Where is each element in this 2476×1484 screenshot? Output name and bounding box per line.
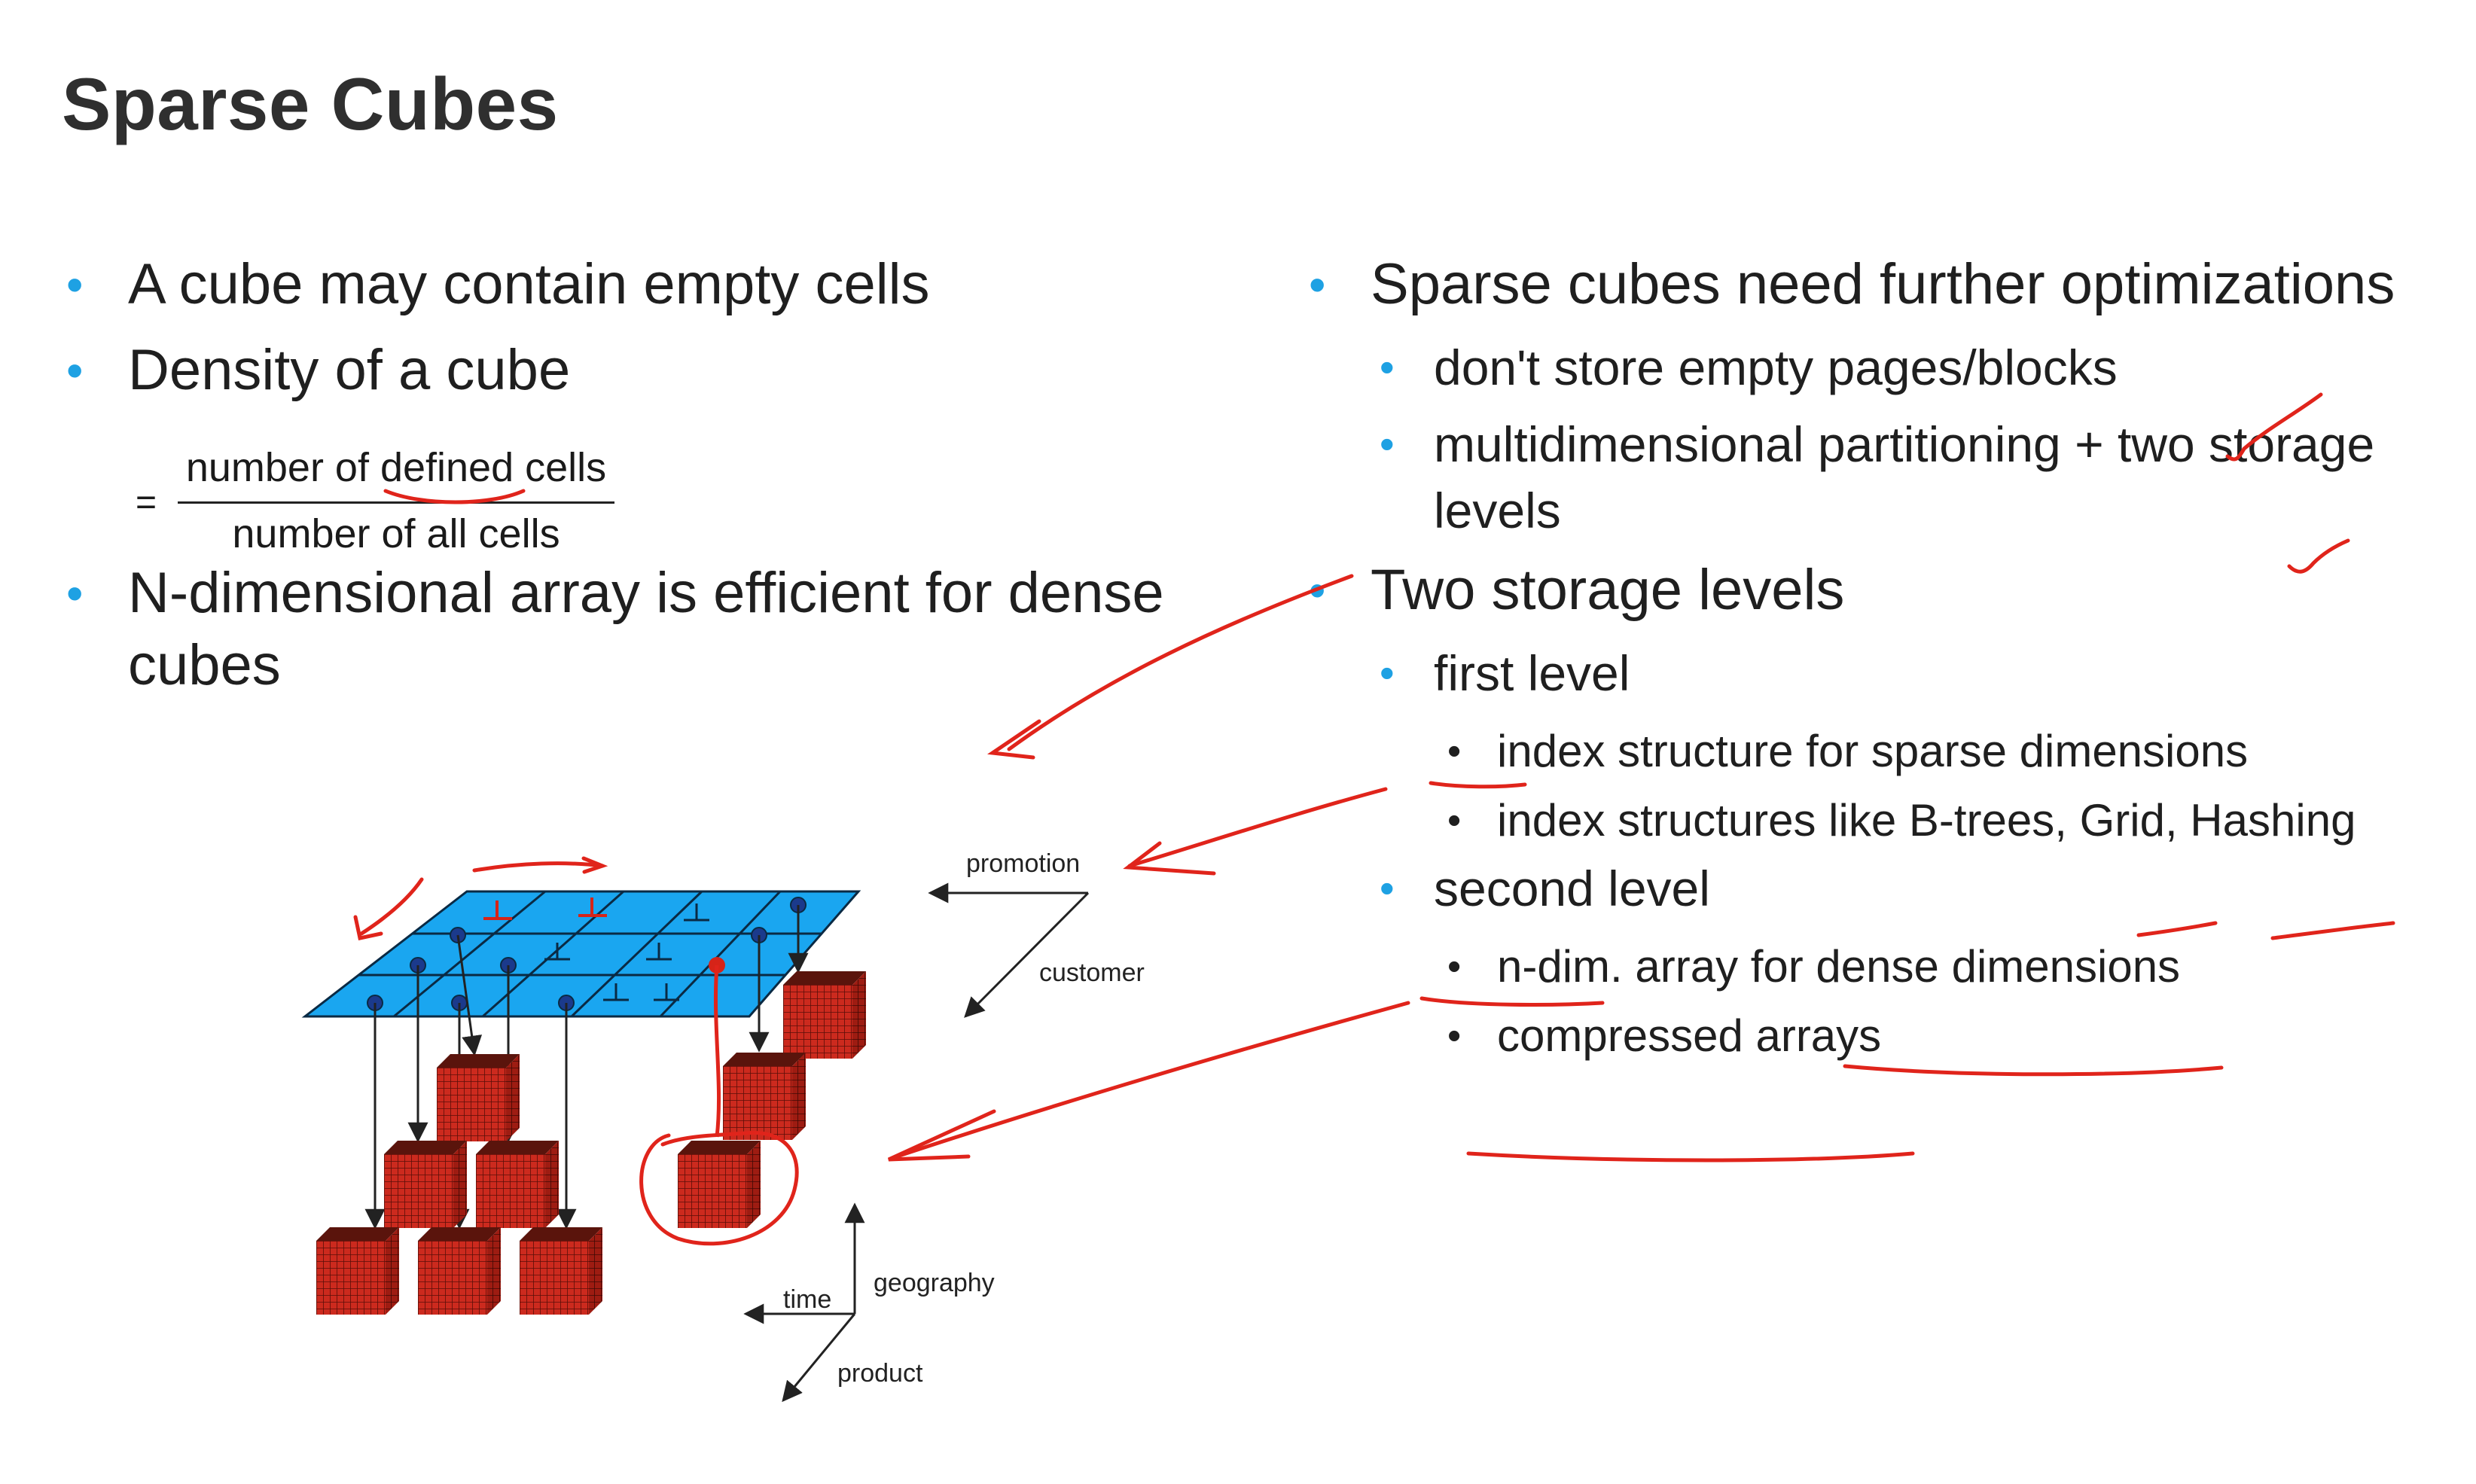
label-time: time — [783, 1285, 831, 1314]
bullet-index-structures: index structures like B-trees, Grid, Has… — [1307, 786, 2467, 855]
index-grid-plane — [301, 890, 861, 1018]
formula-numerator: number of defined cells — [185, 445, 607, 490]
right-bullet-list: Sparse cubes need further optimizations … — [1307, 248, 2467, 1071]
density-formula: = number of defined cells number of all … — [136, 444, 617, 557]
bullet-index-sparse: index structure for sparse dimensions — [1307, 717, 2467, 786]
bullet-no-empty-pages: don't store empty pages/blocks — [1307, 334, 2467, 401]
label-customer: customer — [1039, 958, 1145, 987]
bullet-empty-cells: A cube may contain empty cells — [65, 248, 1240, 321]
bullet-sparse-optimizations: Sparse cubes need further optimizations — [1307, 248, 2467, 321]
ink-annotations — [353, 392, 2395, 1246]
bullet-density: Density of a cube — [65, 334, 1240, 407]
label-geography: geography — [874, 1269, 995, 1297]
bullet-ndim-dense: n-dim. array for dense dimensions — [1307, 932, 2467, 1001]
formula-fraction-bar — [178, 501, 614, 504]
formula-denominator: number of all cells — [232, 511, 560, 556]
formula-equals: = — [136, 483, 157, 523]
sparse-axes — [928, 882, 1090, 1018]
bullet-partitioning: multidimensional partitioning + two stor… — [1307, 411, 2467, 544]
slide-title: Sparse Cubes — [62, 62, 559, 145]
label-promotion: promotion — [966, 849, 1080, 878]
bullet-first-level: first level — [1307, 640, 2467, 706]
bullet-second-level: second level — [1307, 855, 2467, 922]
bullet-compressed: compressed arrays — [1307, 1001, 2467, 1071]
left-bullet-list: A cube may contain empty cells Density o… — [65, 248, 1240, 715]
dense-array-blocks — [316, 971, 866, 1315]
label-product: product — [837, 1359, 923, 1388]
bullet-ndim-array: N-dimensional array is efficient for den… — [65, 557, 1240, 702]
bullet-two-levels: Two storage levels — [1307, 554, 2467, 626]
dense-axes — [743, 1202, 865, 1403]
